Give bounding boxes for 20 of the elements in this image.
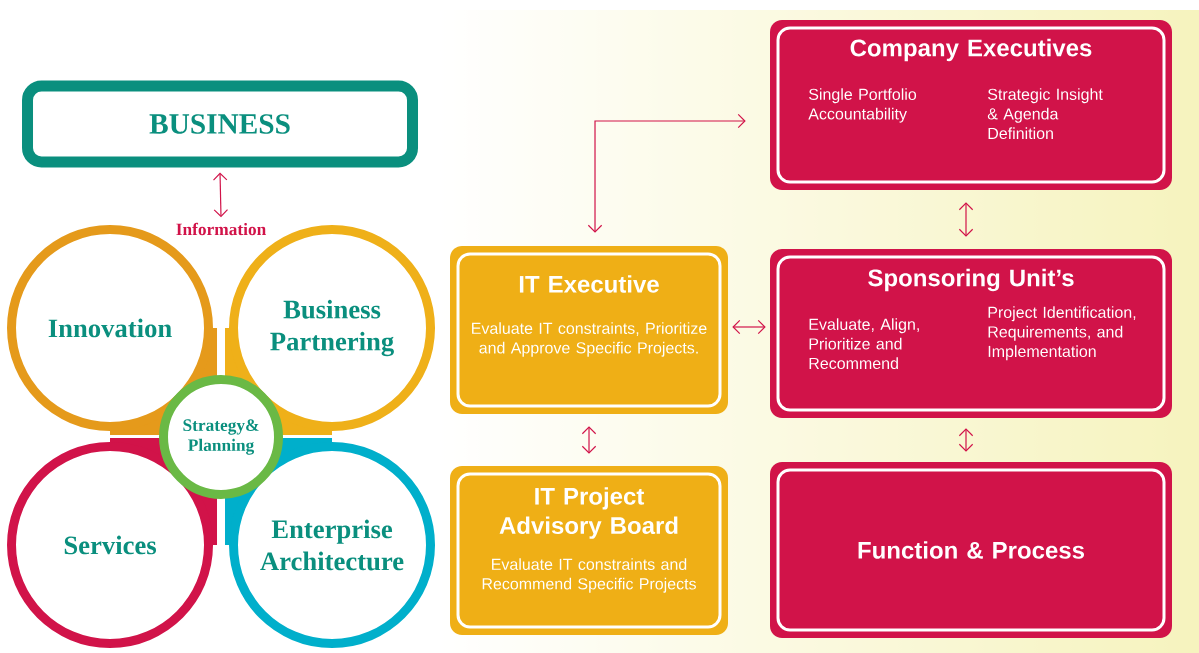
arrow <box>958 428 974 452</box>
arrow <box>212 172 229 218</box>
box-title: Function & Process <box>858 541 1084 559</box>
arrow <box>587 113 746 233</box>
box-text: Evaluate, Align, Prioritize and Recommend <box>809 318 919 370</box>
arrow <box>581 426 597 454</box>
box-title: Sponsoring Unit’s <box>868 268 1074 292</box>
box-text: Strategic Insight & Agenda Definition <box>987 88 1103 140</box>
box-title: IT Project Advisory Board <box>499 487 678 539</box>
box-text: Single Portfolio Accountability <box>808 88 917 123</box>
box-text: Evaluate IT constraints, Prioritize and Approve Specific Projects. <box>472 322 707 357</box>
node-label: Services <box>64 535 157 555</box>
box-title: IT Executive <box>519 275 659 293</box>
box-text: Project Identification, Requirements, and Implementation <box>988 306 1136 361</box>
arrow <box>732 319 766 335</box>
business-box: BUSINESS <box>22 80 418 168</box>
node-label: Enterprise Architecture <box>260 519 404 571</box>
box-title: Company Executives <box>850 38 1092 62</box>
box-text: Evaluate IT constraints and Recommend Specific Projects <box>482 558 696 593</box>
arrow <box>958 202 974 237</box>
